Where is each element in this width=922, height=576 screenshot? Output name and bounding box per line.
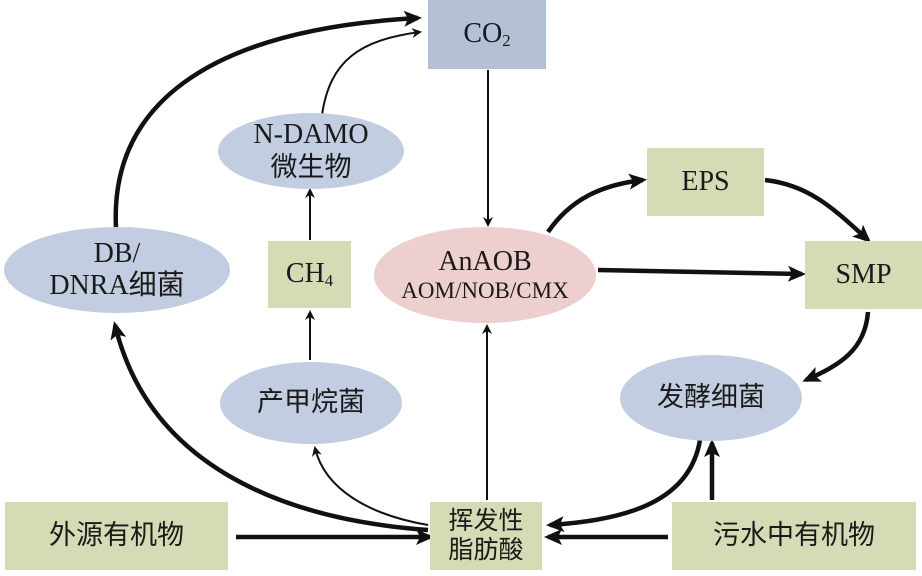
edge-smp-to-fermenter [802, 311, 871, 383]
co2-label: CO [463, 18, 503, 50]
edge-eps-to-smp [764, 177, 871, 243]
node-external-organics: 外源有机物 [5, 502, 228, 570]
ch4-label: CH [285, 258, 325, 290]
edge-fermenter-to-vfa [546, 439, 703, 533]
node-db-dnra: DB/ DNRA细菌 [4, 227, 230, 313]
edge-anaob-to-smp [597, 265, 806, 282]
node-smp: SMP [805, 241, 922, 309]
node-ch4: CH4 [268, 241, 351, 308]
co2-subscript: 2 [502, 31, 511, 51]
ndamo-line2: 微生物 [270, 151, 352, 183]
edge-vfa-to-db [110, 321, 429, 533]
anaob-line1: AnAOB [438, 245, 532, 277]
external-organics-label: 外源有机物 [49, 520, 184, 552]
node-methanogen: 产甲烷菌 [220, 362, 402, 444]
vfa-line1: 挥发性 [448, 506, 524, 536]
edge-ndamo-to-co2 [321, 28, 422, 116]
node-ndamo: N-DAMO 微生物 [218, 113, 404, 189]
edge-vfa-to-methanogen [311, 446, 429, 526]
node-wastewater-organics: 污水中有机物 [672, 502, 916, 570]
node-vfa: 挥发性 脂肪酸 [430, 502, 542, 570]
ch4-subscript: 4 [324, 271, 334, 291]
methanogen-label: 产甲烷菌 [257, 387, 365, 419]
vfa-line2: 脂肪酸 [448, 535, 524, 564]
anaob-line2: AOM/NOB/CMX [401, 277, 569, 303]
node-anaob: AnAOB AOM/NOB/CMX [374, 227, 596, 323]
db-dnra-line1: DB/ [93, 237, 141, 269]
node-co2: CO2 [428, 0, 546, 69]
wastewater-organics-label: 污水中有机物 [713, 520, 875, 552]
fermenter-label: 发酵细菌 [657, 382, 765, 414]
db-dnra-line2: DNRA细菌 [49, 270, 185, 301]
node-eps: EPS [647, 148, 764, 216]
node-fermenter: 发酵细菌 [620, 355, 802, 441]
smp-label: SMP [835, 258, 892, 290]
ndamo-line1: N-DAMO [253, 119, 369, 151]
edge-db-to-co2 [113, 10, 422, 229]
edge-anaob-to-eps [546, 173, 647, 234]
eps-label: EPS [681, 165, 730, 197]
